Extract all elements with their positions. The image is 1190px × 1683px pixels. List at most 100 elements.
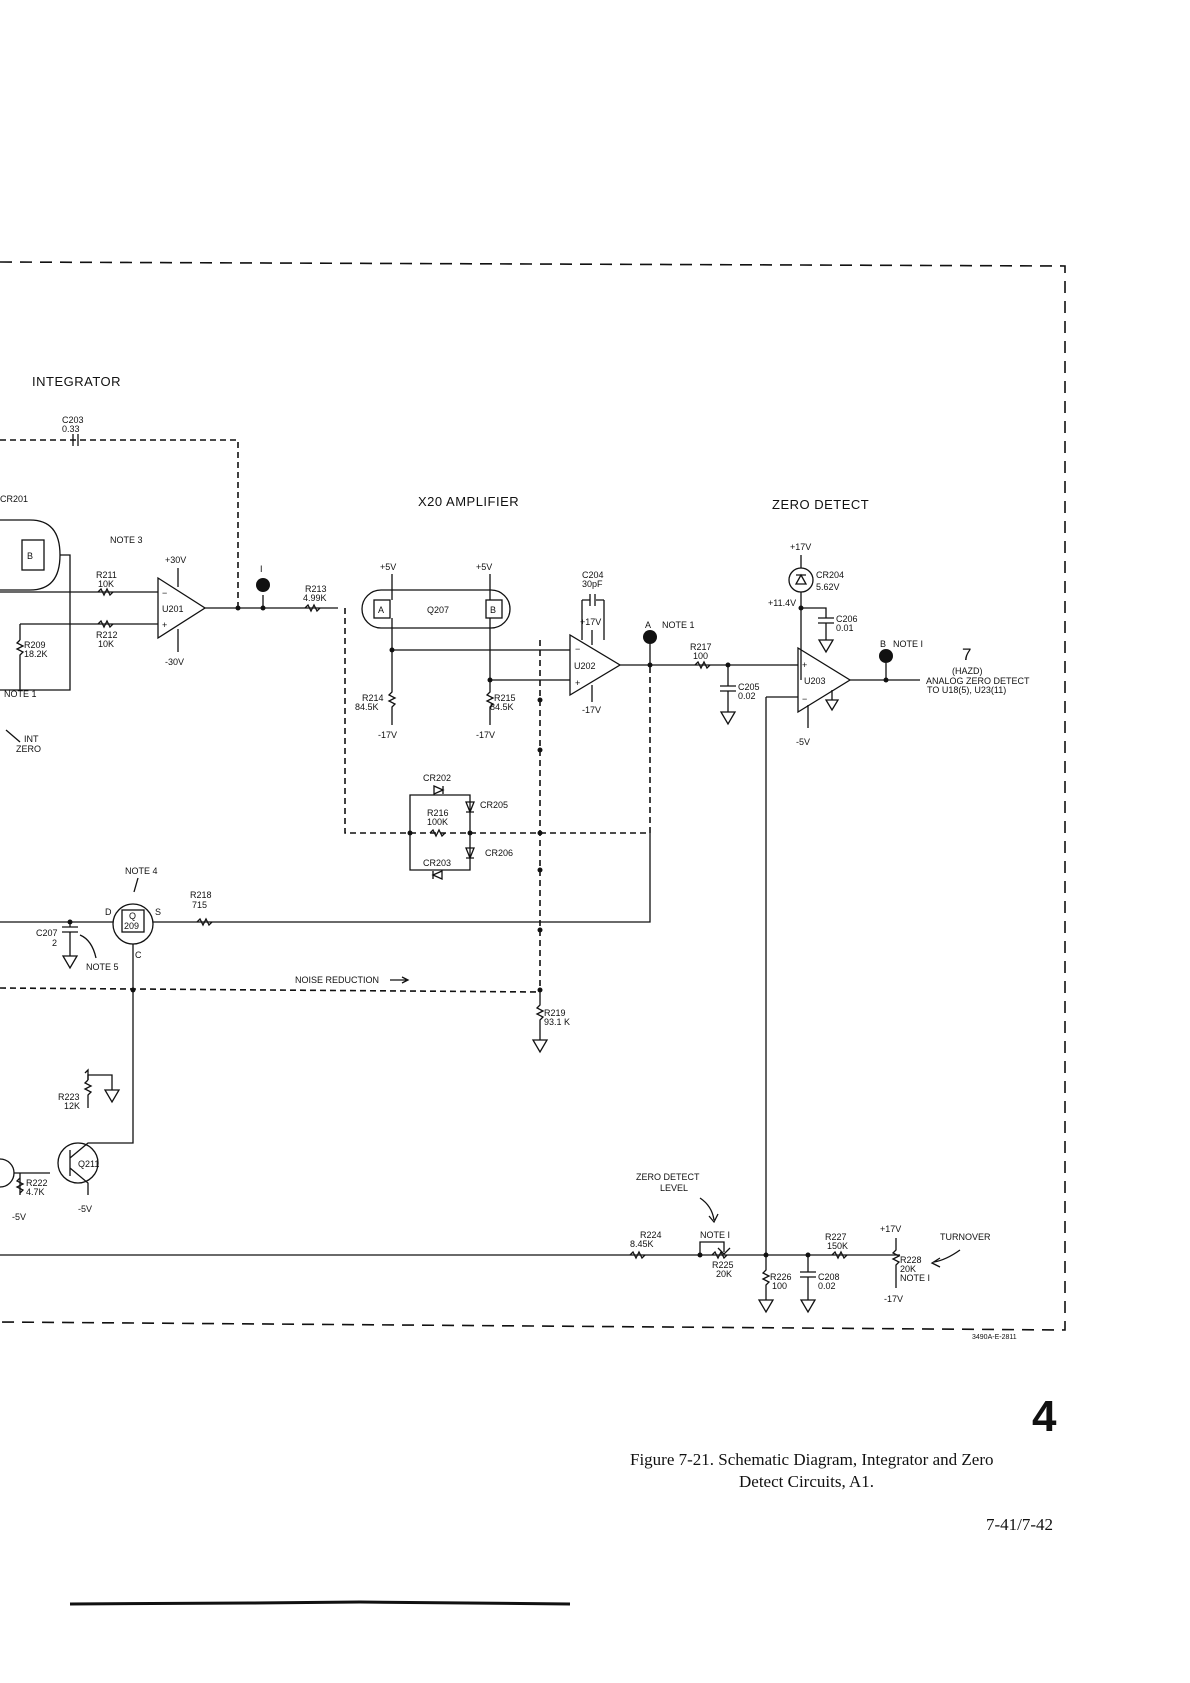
r218-ref: R218 (190, 890, 212, 900)
zero-detect-level-line1: ZERO DETECT (636, 1172, 700, 1182)
r222-ref: R222 (26, 1178, 48, 1188)
u202-supply-pos: +17V (580, 617, 601, 627)
r227-resistor (831, 1250, 848, 1260)
cr204-ref: CR204 (816, 570, 844, 580)
r226-value: 100 (772, 1281, 787, 1291)
cr201-label: CR201 (0, 494, 28, 504)
svg-text:D: D (105, 907, 112, 917)
int-zero-line1: INT (24, 734, 39, 744)
r215-supply: -17V (476, 730, 495, 740)
r217-resistor (694, 660, 711, 670)
r228-supply-pos: +17V (880, 1224, 901, 1234)
r211-value: 10K (98, 579, 114, 589)
c203-value: 0.33 (62, 424, 80, 434)
r219-resistor (535, 990, 545, 1040)
note5-label: NOTE 5 (86, 962, 119, 972)
r223-ref: R223 (58, 1092, 80, 1102)
turnover-label: TURNOVER (940, 1232, 991, 1242)
c205-ref: C205 (738, 682, 760, 692)
output-description-line1: ANALOG ZERO DETECT (926, 676, 1030, 686)
c204-ref: C204 (582, 570, 604, 580)
r214-supply: -17V (378, 730, 397, 740)
r214-ref: R214 (362, 693, 384, 703)
q207-dual-fet: A B Q207 (361, 589, 511, 629)
page-footer: 7-41/7-42 (986, 1515, 1054, 1534)
c207-capacitor (62, 922, 78, 956)
test-point-i-label: I (260, 564, 263, 574)
cr202-label: CR202 (423, 773, 451, 783)
c208-ref: C208 (818, 1272, 840, 1282)
c203-capacitor (72, 434, 79, 446)
test-point-a-label: A (645, 620, 651, 630)
r218-resistor (196, 917, 213, 927)
noise-reduction-label: NOISE REDUCTION (295, 975, 379, 985)
bottom-rule (69, 1600, 571, 1606)
r228-pot (891, 1238, 901, 1288)
r222-value: 4.7K (26, 1187, 45, 1197)
output-signal-name: (HAZD) (952, 666, 983, 676)
q211-transistor (57, 1142, 99, 1184)
r228-value: 20K (900, 1264, 916, 1274)
document-code: 3490A-E-2811 (972, 1334, 1017, 1341)
r228-ref: R228 (900, 1255, 922, 1265)
r209-resistor (15, 639, 25, 690)
q207b-supply: +5V (476, 562, 492, 572)
svg-text:−: − (575, 644, 580, 654)
u203-opamp: U203 + − (797, 646, 852, 714)
r215-ref: R215 (494, 693, 516, 703)
x20-amplifier-title: X20 AMPLIFIER (418, 494, 519, 509)
r227-ref: R227 (825, 1232, 847, 1242)
c206-capacitor (801, 607, 834, 640)
r222-resistor (15, 1177, 25, 1194)
svg-text:C: C (135, 950, 142, 960)
figure-caption: Figure 7-21. Schematic Diagram, Integrat… (630, 1449, 1070, 1493)
r224-resistor (629, 1250, 646, 1260)
r209-value: 18.2K (24, 649, 48, 659)
cr205-diode (465, 801, 475, 814)
c205-value: 0.02 (738, 691, 756, 701)
r217-value: 100 (693, 651, 708, 661)
cr206-diode (465, 847, 475, 860)
output-description-line2: TO U18(5), U23(11) (927, 685, 1006, 695)
int-zero-line2: ZERO (16, 744, 41, 754)
u201-label: U201 (162, 604, 184, 614)
cr203-label: CR203 (423, 858, 451, 868)
r228-note: NOTE I (900, 1273, 930, 1283)
r212-resistor (97, 619, 114, 629)
u201-supply-neg: -30V (165, 657, 184, 667)
u202-opamp: U202 − + (569, 633, 622, 697)
c204-value: 30pF (582, 579, 603, 589)
r218-value: 715 (192, 900, 207, 910)
u202-label: U202 (574, 661, 596, 671)
u201-supply-pos: +30V (165, 555, 186, 565)
c208-capacitor (800, 1255, 816, 1300)
r212-ref: R212 (96, 630, 118, 640)
cr204-zener (788, 567, 814, 593)
cr203-diode (431, 869, 443, 881)
c206-value: 0.01 (836, 623, 854, 633)
c205-capacitor (720, 665, 736, 712)
svg-text:−: − (162, 588, 167, 598)
r213-value: 4.99K (303, 593, 327, 603)
c203-ref: C203 (62, 415, 84, 425)
r215-resistor (485, 680, 495, 725)
r225-value: 20K (716, 1269, 732, 1279)
svg-text:A: A (378, 605, 384, 615)
c206-ref: C206 (836, 614, 858, 624)
cr201-fet-b (21, 539, 45, 571)
svg-text:+: + (162, 620, 167, 630)
r225-pot (699, 1241, 731, 1255)
zero-detect-level-line2: LEVEL (660, 1183, 688, 1193)
r225-ref: R225 (712, 1260, 734, 1270)
cr204-supply: +17V (790, 542, 811, 552)
r211-resistor (97, 587, 114, 597)
test-point-a-note: NOTE 1 (662, 620, 695, 630)
cr206-label: CR206 (485, 848, 513, 858)
svg-text:S: S (155, 907, 161, 917)
r219-ref: R219 (544, 1008, 566, 1018)
c207-ref: C207 (36, 928, 58, 938)
test-point-i (256, 578, 270, 592)
turnover-arrow (930, 1249, 961, 1268)
q211-label: Q211 (78, 1159, 99, 1169)
